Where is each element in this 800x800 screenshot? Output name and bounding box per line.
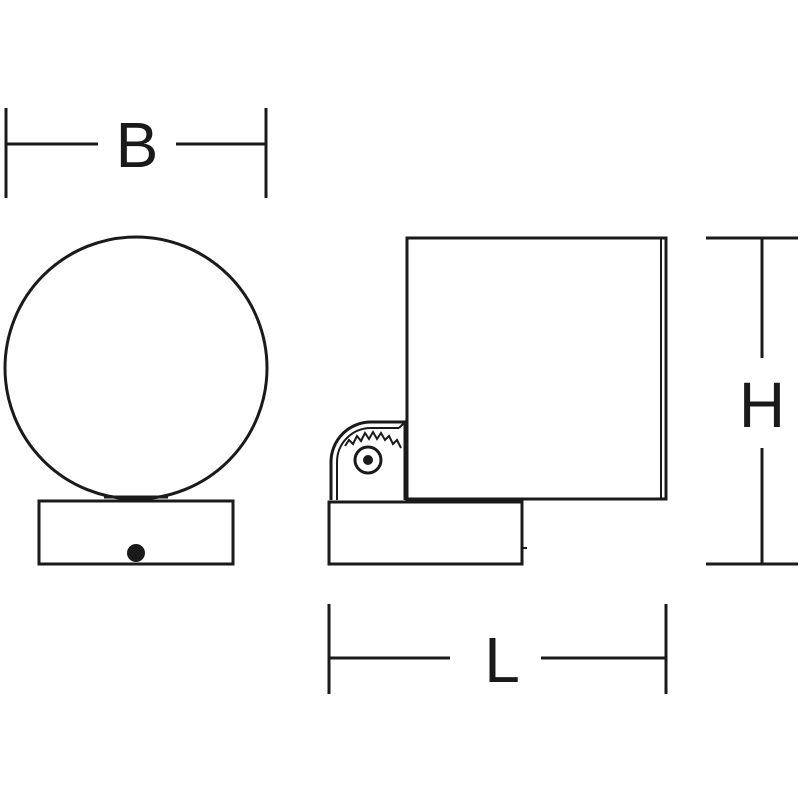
- front-base: [37, 499, 235, 566]
- side-pivot-ring: [353, 445, 383, 475]
- side-hinge-joint: [398, 419, 408, 429]
- dimension-h: H: [706, 236, 798, 566]
- side-lamp-head: [405, 236, 668, 501]
- side-hinge-inner: [336, 427, 399, 500]
- front-lamp-head: [3, 235, 269, 501]
- side-hinge-knurl: [344, 429, 402, 449]
- side-pivot-screw: [363, 455, 373, 465]
- side-view: [327, 236, 668, 566]
- dimension-l: L: [327, 604, 668, 696]
- side-base: [327, 500, 524, 566]
- front-view: [3, 235, 269, 566]
- dim-h-label: H: [739, 369, 785, 441]
- dim-l-label: L: [484, 624, 520, 696]
- dim-b-label: B: [116, 109, 159, 181]
- dimension-b: B: [4, 108, 268, 198]
- side-hinge-bracket: [329, 420, 407, 500]
- front-screw: [127, 544, 145, 562]
